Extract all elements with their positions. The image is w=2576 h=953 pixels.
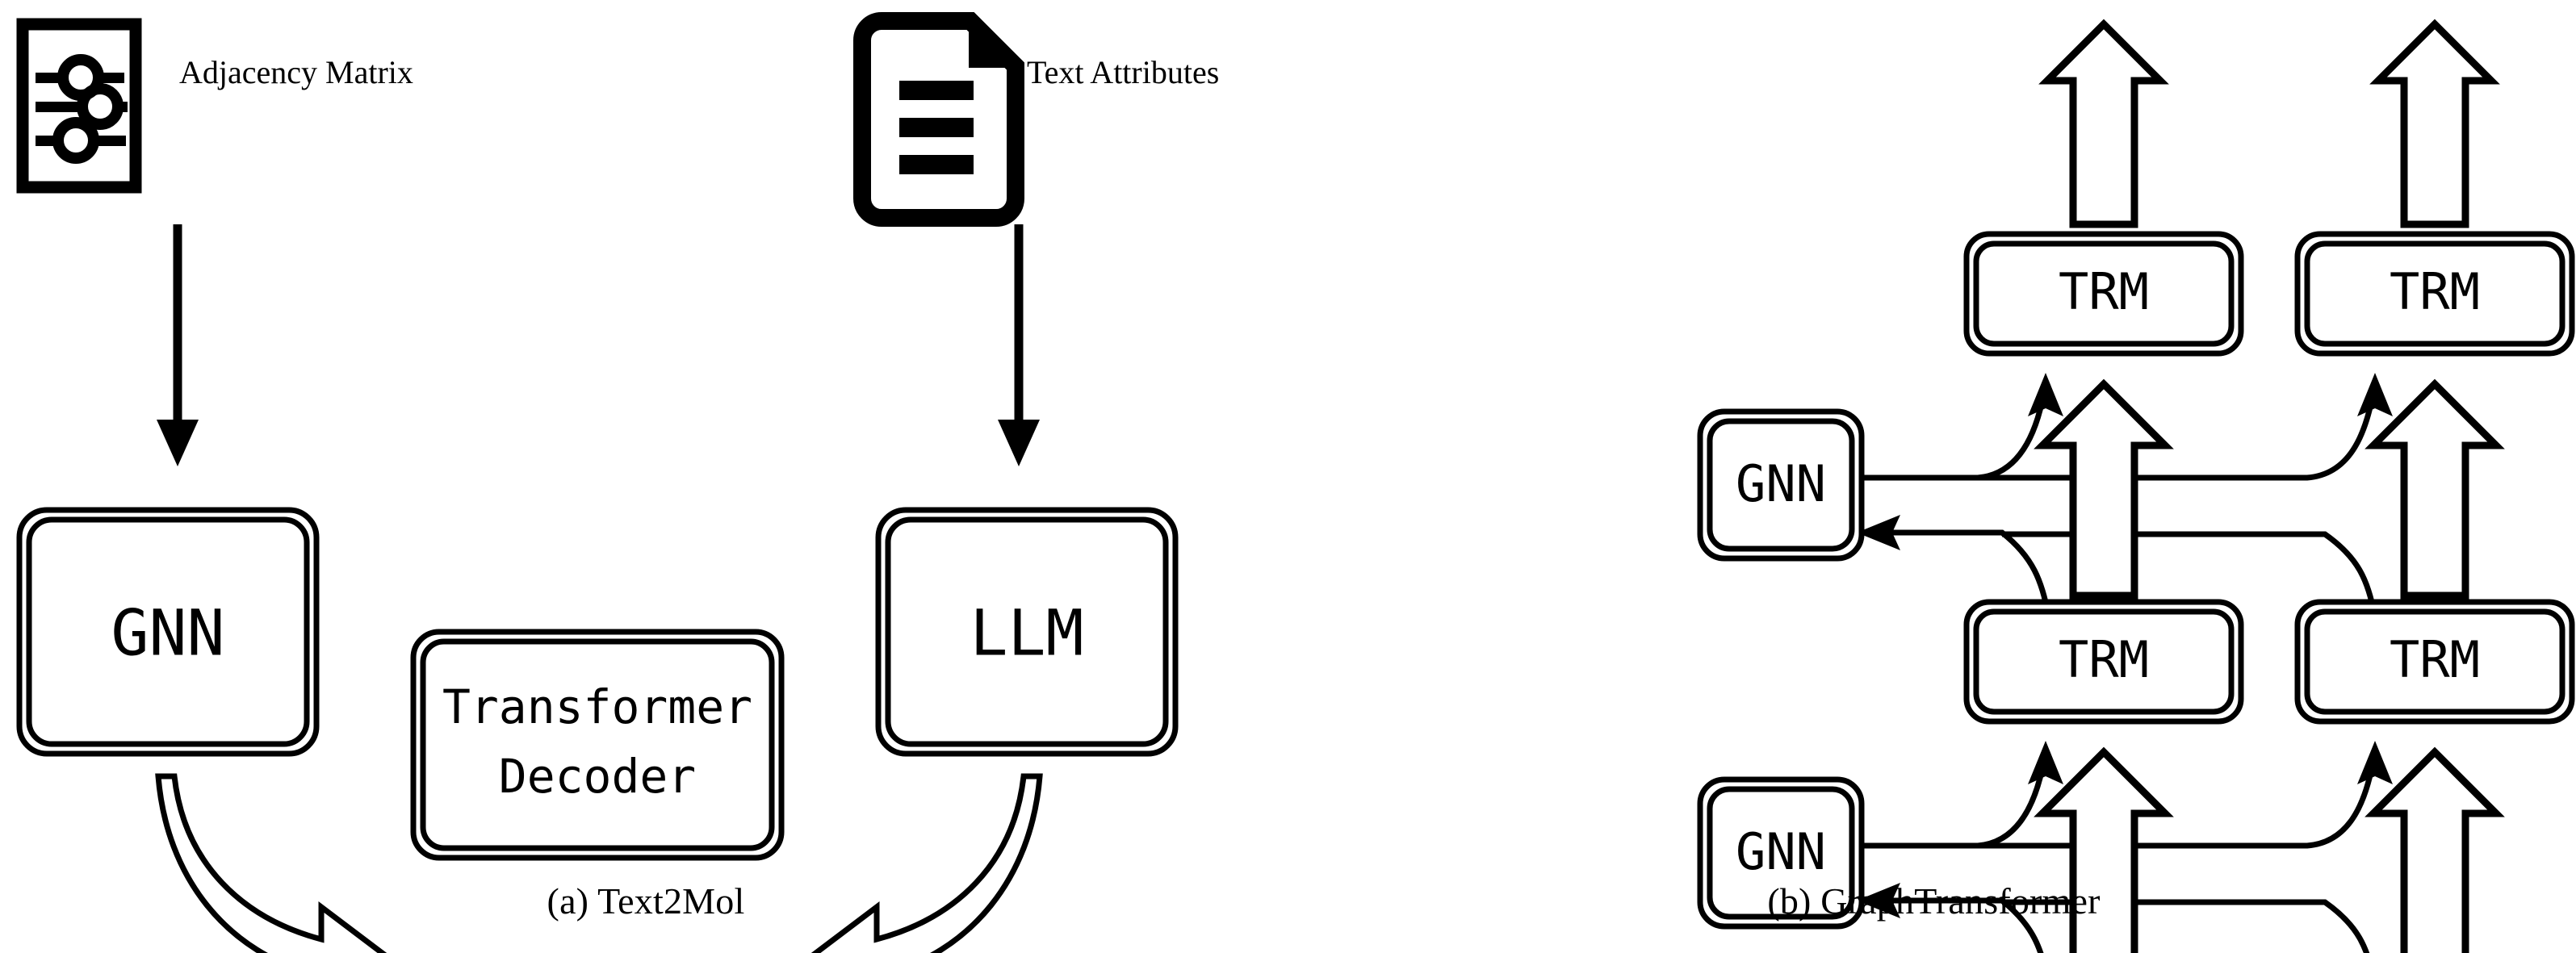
arrow-gnn-bottom-to-trm-l2-c1 bbox=[1857, 741, 2063, 849]
node-llm-label: LLM bbox=[970, 597, 1084, 670]
panel-b-graphics: TRM TRM TRM TRM TRM bbox=[1697, 19, 2575, 953]
node-gnn-bottom[interactable]: GNN bbox=[1697, 776, 1865, 930]
caption-panel-a: (a) Text2Mol bbox=[547, 880, 745, 922]
arrow-gnn-top-to-trm-l3-c1 bbox=[1857, 373, 2063, 481]
node-decoder-label-line1: Transformer bbox=[442, 679, 752, 734]
block-arrow-l1-to-l2-c1 bbox=[2034, 746, 2174, 953]
block-arrow-l2-to-l3-c2 bbox=[2364, 378, 2505, 600]
document-icon bbox=[853, 12, 1024, 227]
panel-a-decoder-layer: Transformer Decoder bbox=[410, 629, 785, 861]
panel-graphtransformer: TRM TRM TRM TRM TRM bbox=[1292, 0, 2576, 953]
block-arrow-l1-to-l2-c2 bbox=[2364, 746, 2505, 953]
node-gnn-label: GNN bbox=[111, 597, 225, 670]
arrow-gnn-top-to-trm-l3-c2 bbox=[1978, 373, 2393, 481]
node-gnn-top-label: GNN bbox=[1736, 454, 1826, 513]
arrow-adjacency-to-gnn bbox=[157, 224, 199, 466]
node-trm-l3-c1-label: TRM bbox=[2059, 262, 2149, 321]
node-trm-l2-c1[interactable]: TRM bbox=[1963, 599, 2244, 725]
node-trm-l3-c2-label: TRM bbox=[2390, 262, 2480, 321]
node-transformer-decoder-group[interactable]: Transformer Decoder bbox=[410, 629, 785, 861]
node-decoder-label-line2: Decoder bbox=[499, 749, 696, 804]
arrow-llm-to-decoder bbox=[810, 773, 1043, 953]
arrow-gnn-to-decoder bbox=[155, 773, 387, 953]
node-gnn[interactable]: GNN bbox=[16, 507, 320, 757]
input-label-adjacency-matrix: Adjacency Matrix bbox=[179, 54, 413, 90]
node-trm-l3-c2[interactable]: TRM bbox=[2294, 231, 2575, 357]
panel-text2mol: GNN LLM bbox=[16, 12, 1220, 953]
node-trm-l2-c2-label: TRM bbox=[2390, 630, 2480, 689]
node-trm-l2-c2[interactable]: TRM bbox=[2294, 599, 2575, 725]
arrow-gnn-bottom-to-trm-l2-c2 bbox=[1978, 741, 2393, 849]
arrow-trm-l1-c2-to-gnn-bottom bbox=[2002, 899, 2370, 953]
input-label-text-attributes: Text Attributes bbox=[1027, 54, 1220, 90]
block-arrow-output-c2 bbox=[2369, 19, 2500, 228]
block-arrow-output-c1 bbox=[2038, 19, 2169, 228]
caption-panel-b: (b) GraphTransformer bbox=[1767, 880, 2101, 922]
panel-a-graphics: GNN LLM bbox=[16, 12, 1179, 953]
block-arrow-l2-to-l3-c1 bbox=[2034, 378, 2174, 600]
node-trm-l3-c1[interactable]: TRM bbox=[1963, 231, 2244, 357]
arrow-text-to-llm bbox=[998, 224, 1040, 466]
node-gnn-bottom-label: GNN bbox=[1736, 822, 1826, 881]
matrix-icon bbox=[16, 18, 142, 194]
node-gnn-top[interactable]: GNN bbox=[1697, 408, 1865, 562]
node-trm-l2-c1-label: TRM bbox=[2059, 630, 2149, 689]
node-llm[interactable]: LLM bbox=[875, 507, 1179, 757]
